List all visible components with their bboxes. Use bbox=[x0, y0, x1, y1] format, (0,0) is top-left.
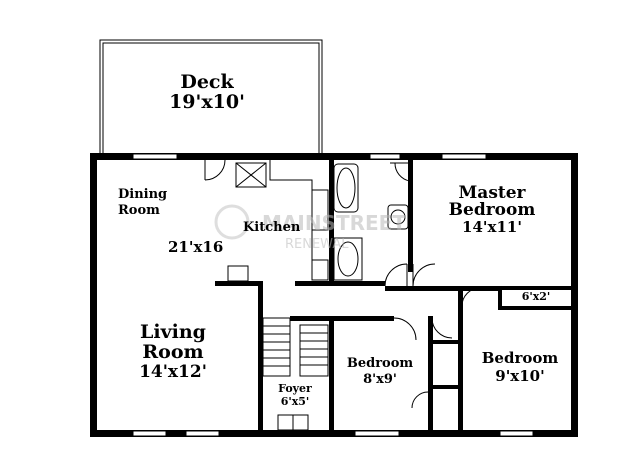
interior-walls bbox=[215, 160, 571, 430]
watermark-line2: RENEWAL bbox=[285, 237, 349, 252]
bedroom-center-dims: 8'x9' bbox=[363, 372, 397, 387]
closet-dims: 6'x2' bbox=[522, 290, 551, 303]
kitchen-name: Kitchen bbox=[243, 220, 301, 235]
windows bbox=[132, 153, 534, 437]
dining-name-line2: Room bbox=[118, 203, 160, 218]
living-name-line1: Living bbox=[140, 321, 206, 343]
kitchen-dims: 21'x16 bbox=[168, 238, 223, 256]
bath-fixtures bbox=[333, 163, 409, 281]
bedroom-right-name: Bedroom bbox=[482, 349, 559, 367]
doors bbox=[204, 159, 481, 431]
watermark: MAINSTREET RENEWAL bbox=[214, 204, 406, 252]
master-name-line2: Bedroom bbox=[449, 200, 536, 220]
living-name-line2: Room bbox=[142, 341, 203, 363]
foyer-name: Foyer bbox=[278, 382, 312, 395]
dining-name-line1: Dining bbox=[118, 187, 167, 202]
watermark-line1: MAINSTREET bbox=[262, 211, 406, 235]
living-dims: 14'x12' bbox=[139, 362, 207, 382]
exterior-walls bbox=[90, 153, 578, 437]
foyer-dims: 6'x5' bbox=[281, 395, 310, 408]
deck-dims: 19'x10' bbox=[169, 91, 245, 113]
master-name-line1: Master bbox=[458, 183, 526, 203]
stairs bbox=[262, 317, 329, 377]
deck-name: Deck bbox=[180, 71, 234, 93]
bedroom-center-name: Bedroom bbox=[347, 356, 414, 371]
bedroom-right-dims: 9'x10' bbox=[495, 367, 544, 385]
kitchen-fixtures bbox=[227, 160, 329, 282]
master-dims: 14'x11' bbox=[462, 218, 522, 236]
